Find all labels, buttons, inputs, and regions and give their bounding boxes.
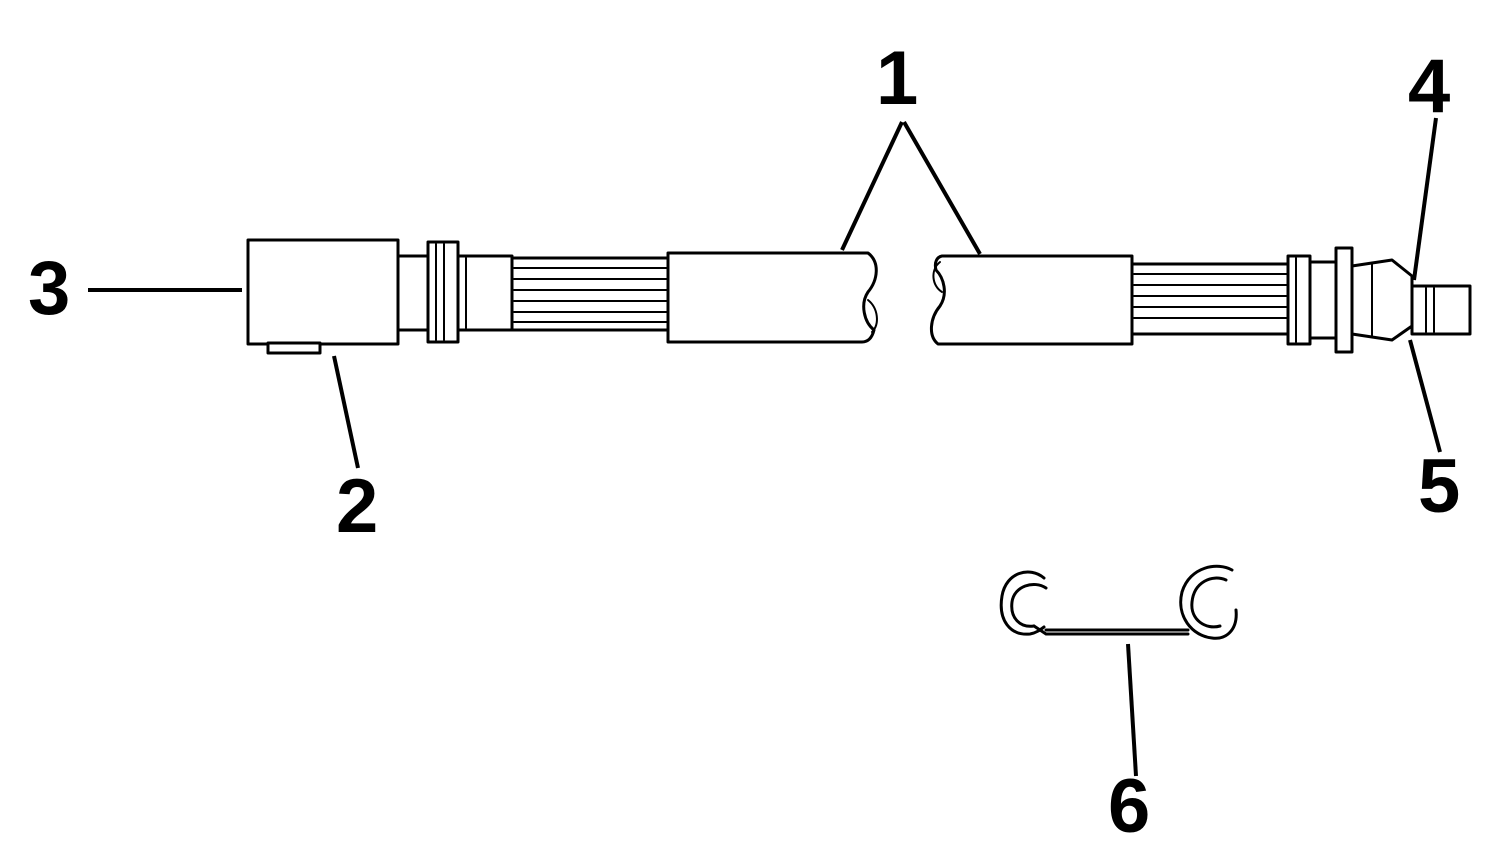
- leader-4: [1412, 117, 1438, 281]
- callout-2: 2: [336, 464, 378, 549]
- crimp-sleeve-right: [1286, 254, 1312, 346]
- fitting-tab: [266, 341, 322, 355]
- leader-lines: [88, 117, 1442, 777]
- threaded-tip: [1410, 284, 1472, 336]
- callout-6: 6: [1108, 764, 1150, 849]
- callout-1: 1: [876, 36, 918, 121]
- leader-5: [1408, 339, 1442, 453]
- leader-1a: [840, 121, 904, 251]
- ribbed-hose-left: [510, 256, 674, 332]
- callout-labels: 1 2 3 4 5 6: [28, 36, 1460, 849]
- leader-2: [332, 355, 360, 469]
- hose-end-fitting: [246, 238, 400, 346]
- hose-right-section: [930, 246, 1472, 354]
- callout-4: 4: [1408, 44, 1450, 129]
- hose-sleeve-left: [666, 251, 878, 344]
- callout-3: 3: [28, 246, 70, 331]
- ribbed-hose-right: [1130, 262, 1292, 336]
- hex-nut: [1350, 258, 1414, 342]
- hose-left-section: [246, 238, 878, 355]
- hose-clip: [999, 564, 1238, 640]
- collar-ring-right-b: [1334, 246, 1354, 354]
- leader-1b: [902, 121, 982, 255]
- leader-6: [1126, 643, 1138, 777]
- callout-5: 5: [1418, 444, 1460, 529]
- fitting-neck: [396, 254, 432, 332]
- hose-sleeve-right: [930, 254, 1134, 346]
- collar-ring-right-a: [1308, 260, 1338, 340]
